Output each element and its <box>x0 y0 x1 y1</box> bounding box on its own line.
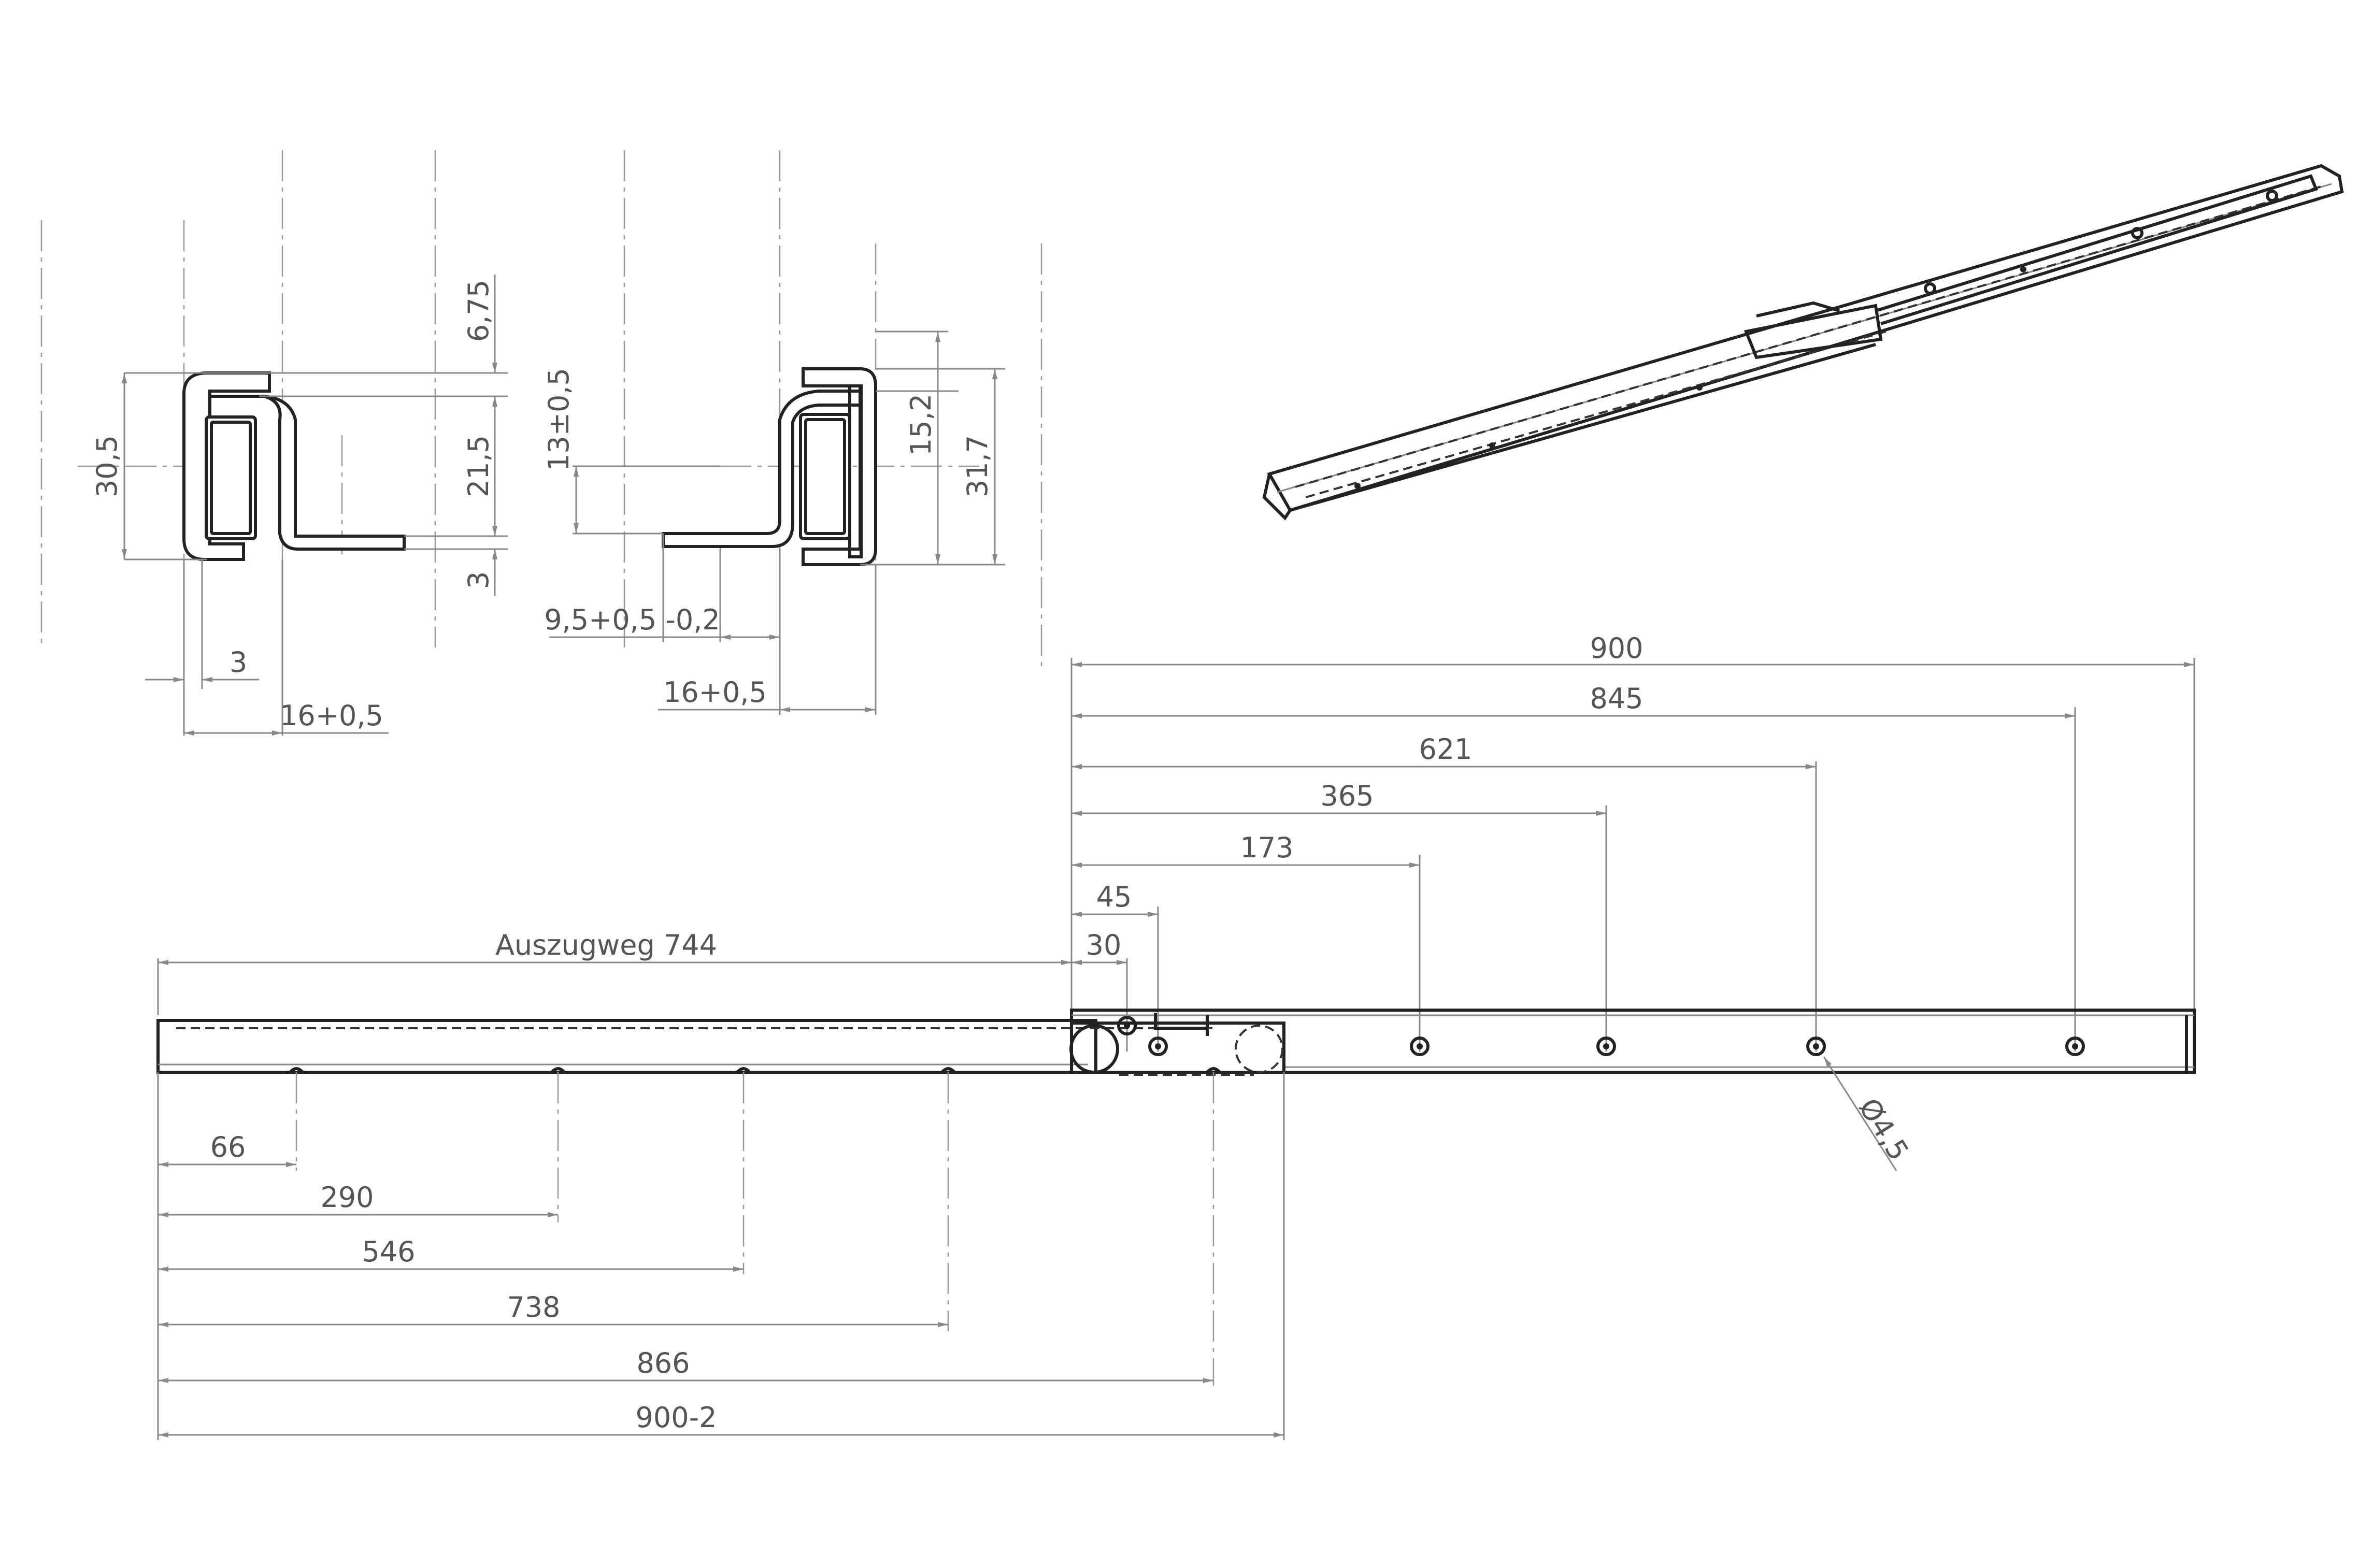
dim-866: 866 <box>636 1347 690 1379</box>
dim-845: 845 <box>1590 682 1643 715</box>
dim-13: 13±0,5 <box>542 368 575 471</box>
dim-30: 30 <box>1086 929 1122 961</box>
dim-546: 546 <box>362 1235 415 1268</box>
hole-markers-iso <box>1354 190 2278 489</box>
dim-3-horizontal: 3 <box>230 646 247 679</box>
dim-45: 45 <box>1096 881 1132 913</box>
dim-738: 738 <box>507 1291 560 1324</box>
dim-15-2: 15,2 <box>905 394 937 456</box>
cross-section-left: 30,5 6,75 21,5 3 3 16+0,5 <box>40 150 508 736</box>
hole-marker <box>1806 1037 1826 1056</box>
isometric-view <box>1262 164 2344 521</box>
dim-21-5: 21,5 <box>462 435 495 497</box>
slider-cage <box>1070 1022 1285 1074</box>
inner-rail-extended <box>156 1019 1097 1074</box>
dim-365: 365 <box>1320 780 1374 812</box>
plan-view: 900 845 621 365 173 45 30 Auszugweg 744 <box>156 632 2196 1440</box>
dim-900: 900 <box>1590 632 1643 665</box>
dim-621: 621 <box>1419 733 1472 766</box>
dim-66: 66 <box>210 1131 246 1163</box>
hole-marker <box>2065 1037 2085 1056</box>
dim-16-left: 16+0,5 <box>280 699 383 732</box>
cross-section-right: 13±0,5 15,2 31,7 9,5+0,5 -0,2 16+0,5 <box>542 150 1042 715</box>
travel-label: Auszugweg 744 <box>495 929 717 961</box>
dim-6-75: 6,75 <box>462 280 495 342</box>
dim-173: 173 <box>1240 831 1293 864</box>
dim-16-right: 16+0,5 <box>663 676 767 709</box>
hole-diameter-label: Ø4,5 <box>1852 1092 1915 1166</box>
dim-9-5: 9,5+0,5 -0,2 <box>544 603 720 636</box>
hole-marker <box>1596 1037 1616 1056</box>
dim-3-vertical: 3 <box>462 571 495 589</box>
dim-290: 290 <box>320 1181 374 1214</box>
hole-marker <box>1148 1037 1168 1056</box>
dim-31-7: 31,7 <box>961 435 994 497</box>
hole-marker <box>1117 1016 1137 1035</box>
dim-900-2: 900-2 <box>636 1401 717 1434</box>
dim-30-5: 30,5 <box>91 435 123 497</box>
mounting-holes <box>1117 1016 2085 1056</box>
hole-marker <box>1410 1037 1430 1056</box>
